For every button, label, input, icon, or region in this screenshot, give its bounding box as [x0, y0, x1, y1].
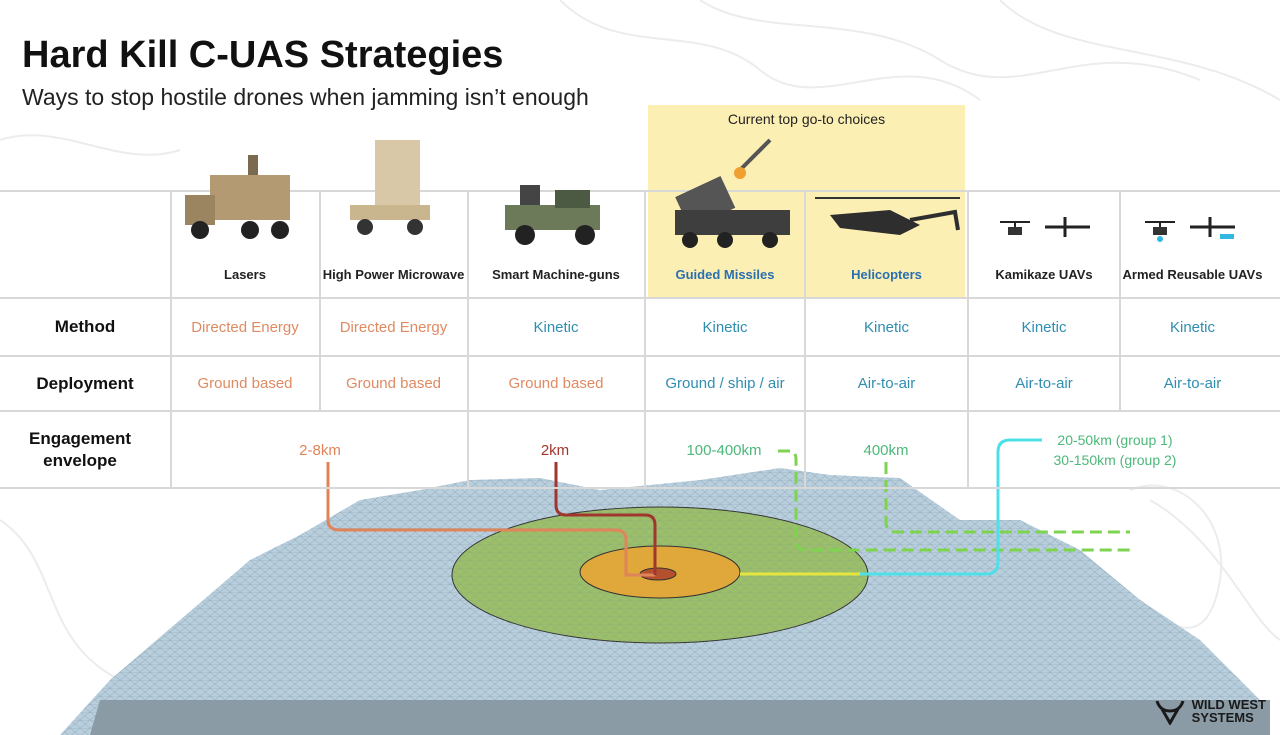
- deployment-cell: Ground based: [197, 375, 293, 392]
- deployment-cell: Ground based: [345, 375, 442, 392]
- deployment-cell: Air-to-air: [1163, 375, 1222, 392]
- machine-gun-truck-image: [505, 185, 600, 245]
- method-cell: Kinetic: [533, 318, 579, 336]
- connector-machine-guns: [554, 462, 657, 575]
- deployment-cell: Ground based: [508, 375, 604, 392]
- column-header-machine-guns: Smart Machine-guns: [492, 267, 620, 282]
- table-divider: [0, 190, 1280, 192]
- microwave-system-image: [350, 140, 430, 235]
- engagement-missiles: 100-400km: [686, 441, 762, 459]
- column-header-missiles: Guided Missiles: [675, 267, 775, 282]
- column-header-armed-uavs: Armed Reusable UAVs: [1122, 267, 1263, 282]
- method-cell: Directed Energy: [339, 318, 448, 336]
- logo-line1: WILD WEST: [1191, 697, 1266, 712]
- deployment-cell: Air-to-air: [1015, 375, 1073, 392]
- page-title: Hard Kill C-UAS Strategies: [22, 34, 504, 76]
- row-label-method: Method: [54, 317, 116, 336]
- logo-line2: SYSTEMS: [1191, 710, 1254, 725]
- page-subtitle: Ways to stop hostile drones when jamming…: [22, 84, 589, 110]
- method-cell: Directed Energy: [191, 318, 299, 336]
- row-label-engagement: Engagement envelope: [28, 428, 132, 470]
- method-cell: Kinetic: [1021, 318, 1067, 336]
- laser-truck-image: [185, 155, 290, 239]
- method-cell: Kinetic: [863, 318, 910, 336]
- table-divider: [0, 487, 1280, 489]
- bull-logo-icon: [1155, 700, 1185, 725]
- terrain-base: [90, 700, 1270, 735]
- table-divider: [0, 410, 1280, 412]
- column-header-lasers: Lasers: [224, 267, 266, 282]
- column-header-helicopters: Helicopters: [851, 267, 922, 282]
- engagement-uav-group1: 20-50km (group 1): [1057, 432, 1173, 448]
- connector-helicopters: [884, 462, 1130, 534]
- table-divider: [0, 355, 1280, 357]
- kamikaze-uav-image: [1000, 217, 1090, 237]
- method-cell: Kinetic: [1169, 318, 1216, 336]
- method-cell: Kinetic: [702, 318, 748, 336]
- column-header-microwave: High Power Microwave: [322, 267, 465, 282]
- deployment-cell: Ground / ship / air: [665, 375, 785, 392]
- column-header-kamikaze-uavs: Kamikaze UAVs: [995, 267, 1093, 282]
- deployment-cell: Air-to-air: [857, 375, 916, 392]
- table-divider: [0, 297, 1280, 299]
- connector-uavs: [740, 438, 1042, 576]
- connector-missiles: [778, 449, 1130, 552]
- engagement-machine-guns: 2km: [530, 440, 580, 460]
- helicopter-image: [815, 197, 960, 235]
- engagement-helicopters: 400km: [863, 441, 909, 459]
- missile-launcher-image: [675, 138, 790, 248]
- top-choices-label: Current top go-to choices: [727, 111, 886, 127]
- armed-reusable-uav-image: [1145, 217, 1235, 242]
- connector-lasers: [326, 462, 655, 577]
- row-label-deployment: Deployment: [36, 373, 134, 393]
- engagement-lasers-microwave: 2-8km: [290, 440, 350, 460]
- engagement-uav-group2: 30-150km (group 2): [1053, 452, 1177, 468]
